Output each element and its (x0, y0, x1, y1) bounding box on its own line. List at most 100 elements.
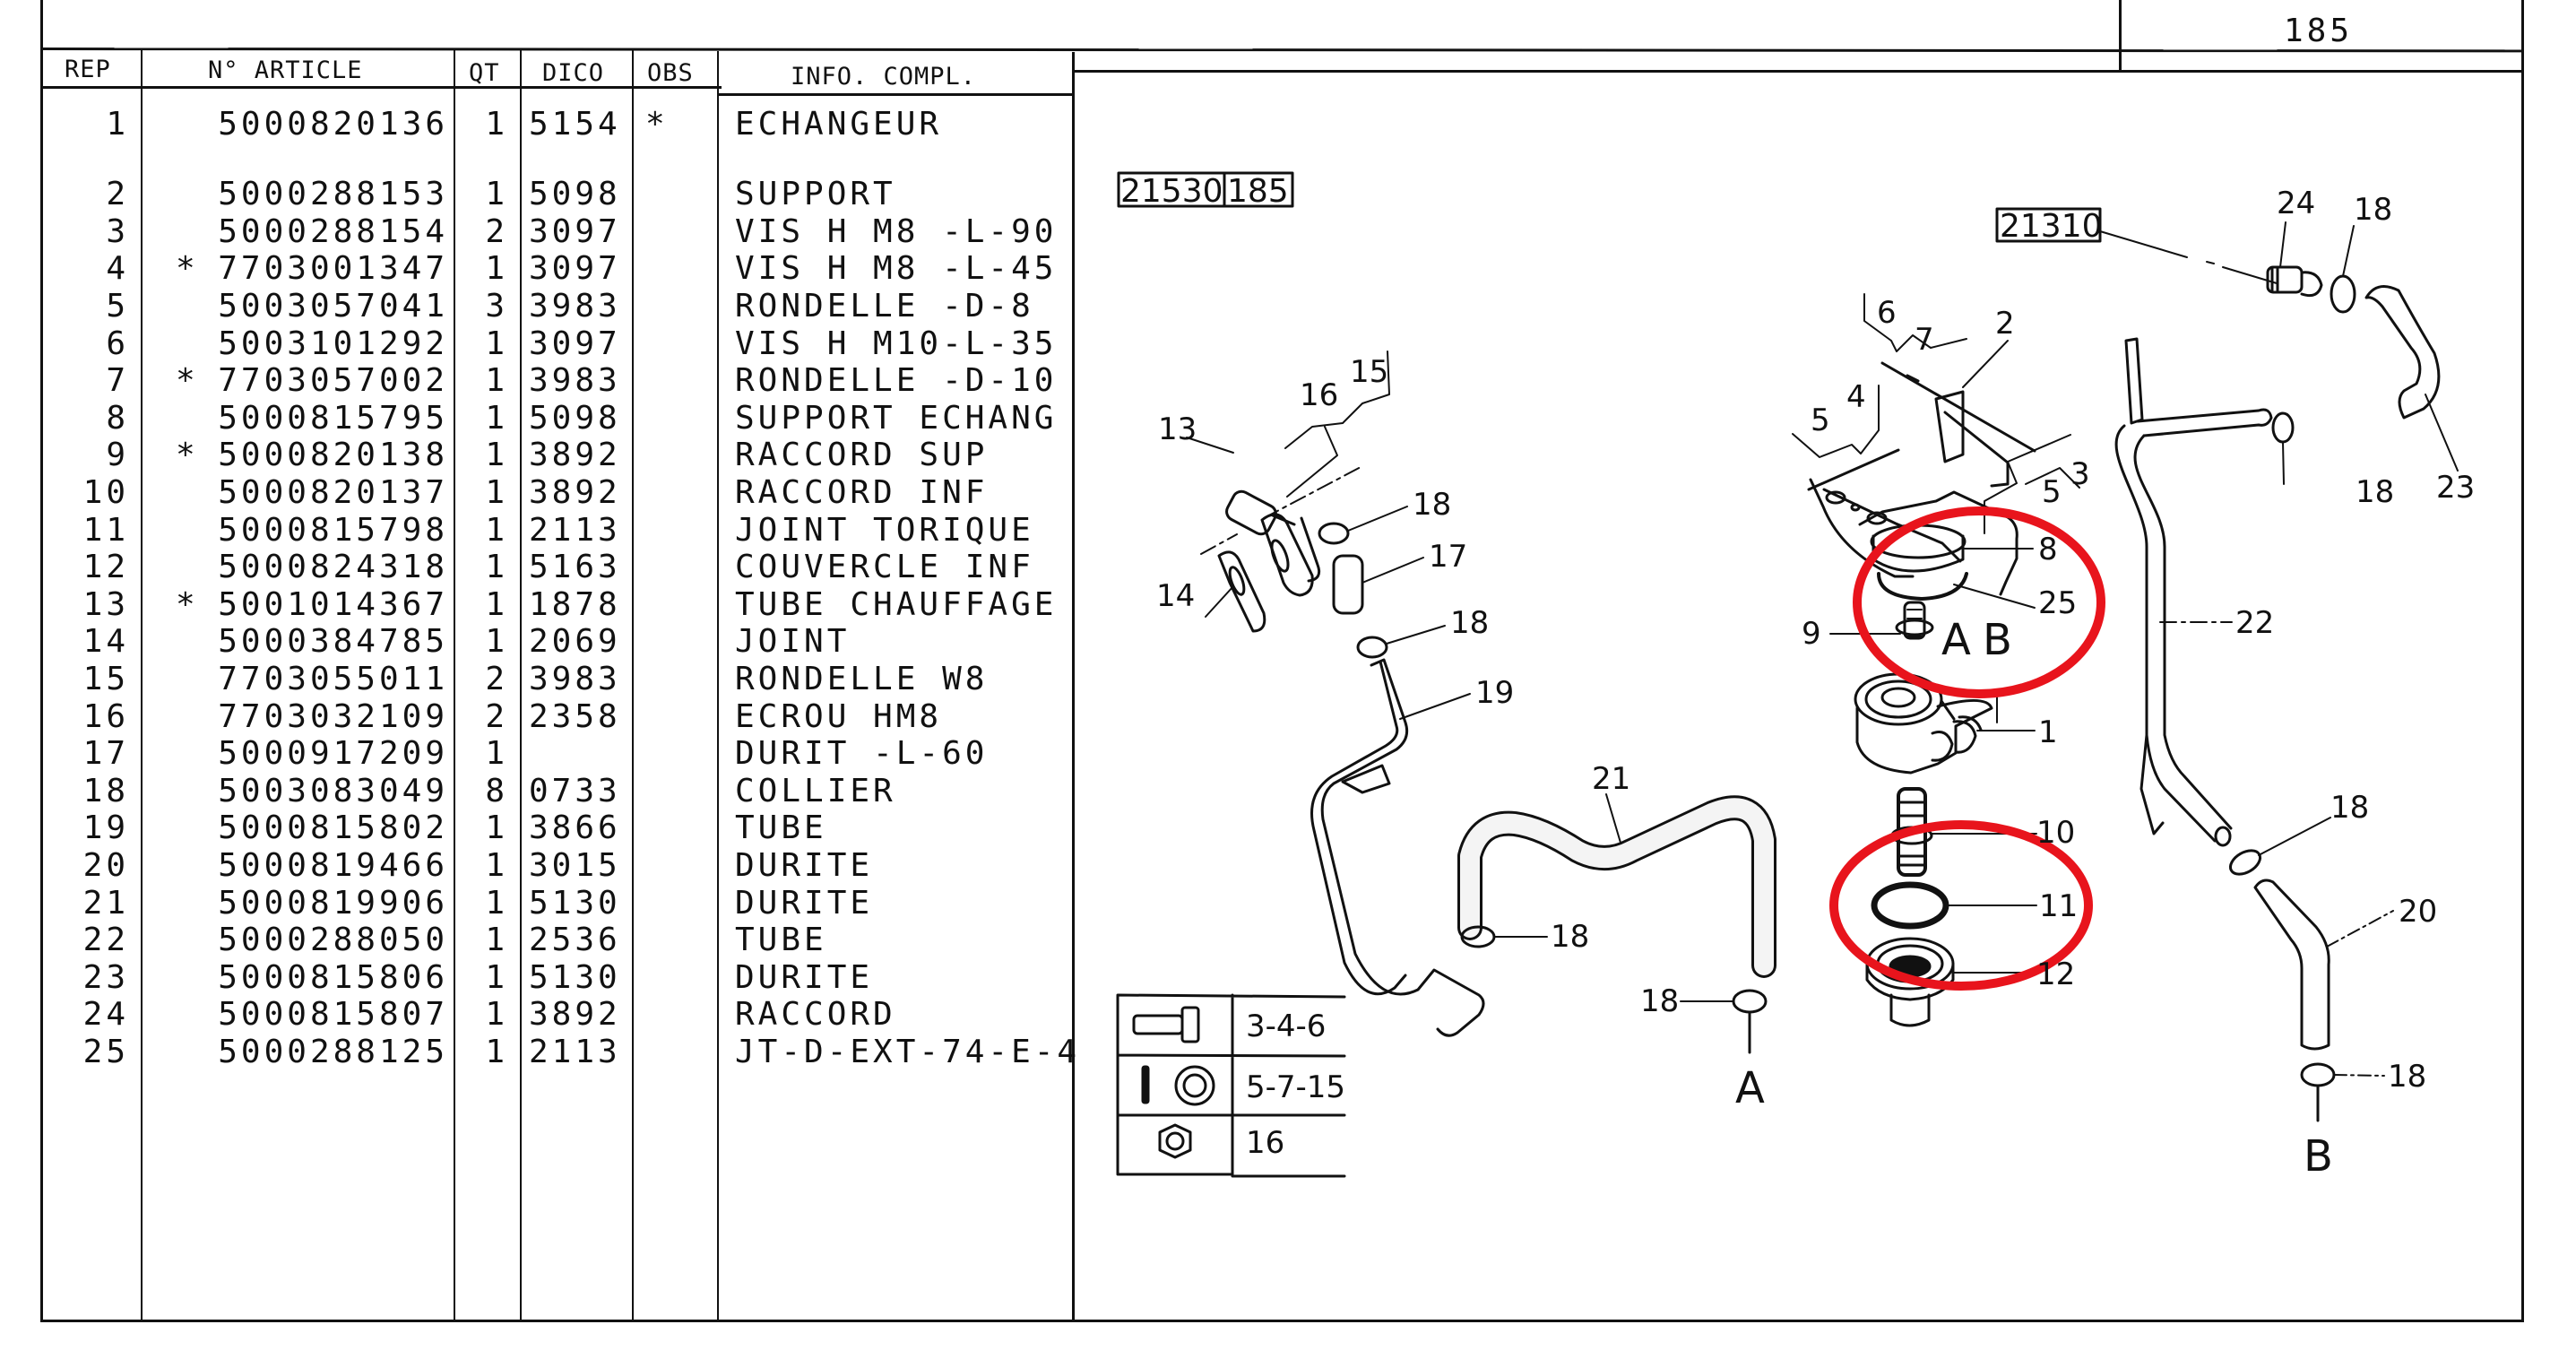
part-24-raccord (2266, 265, 2323, 298)
callout-18: 18 (2388, 1059, 2426, 1095)
leader-18-17 (1347, 506, 1408, 532)
legend-bolt-items: 3-4-6 (1246, 1008, 1326, 1044)
article-number-cell: 5000824318 (218, 549, 448, 586)
dico-cell: 0733 (529, 772, 621, 809)
washer-icon (1141, 1065, 1215, 1106)
legend-nut-items: 16 (1246, 1125, 1284, 1161)
info-cell: VIS H M10-L-35 (735, 325, 1058, 362)
callout-3: 3 (2070, 456, 2090, 492)
callout-17: 17 (1429, 539, 1467, 575)
info-cell: ECHANGEUR (735, 106, 943, 143)
rep-cell: 18 (82, 772, 129, 809)
article-number-cell: 5000288050 (218, 922, 448, 959)
part-18-collier-20 (2228, 849, 2262, 876)
rep-cell: 23 (82, 958, 129, 996)
rep-cell: 15 (82, 661, 129, 697)
leader-21310 (2099, 230, 2278, 284)
part-17-durit (1332, 554, 1364, 615)
leader-24 (2279, 221, 2286, 268)
quantity-cell: 1 (485, 922, 508, 959)
callout-13: 13 (1158, 411, 1197, 447)
dico-cell: 3097 (529, 325, 621, 362)
rep-cell: 17 (82, 735, 129, 773)
col-divider-rep (141, 48, 143, 1321)
part-18-collier-22 (2271, 411, 2295, 444)
rep-cell: 2 (106, 176, 129, 213)
article-number-cell: 7703055011 (218, 661, 448, 697)
callout-24: 24 (2277, 186, 2315, 221)
rep-cell: 21 (82, 884, 129, 922)
quantity-cell: 1 (485, 585, 508, 623)
header-article: N° ARTICLE (208, 56, 363, 84)
callout-19: 19 (1475, 675, 1514, 711)
connector-label-A-top: A (1941, 615, 1971, 665)
rep-cell: 24 (82, 996, 129, 1034)
article-number-cell: 5003057041 (218, 288, 448, 325)
dico-cell: 2113 (529, 1034, 621, 1070)
callout-1: 1 (2038, 714, 2058, 750)
article-number-cell: 5000820137 (218, 474, 448, 511)
frame-right-border (2521, 0, 2524, 1322)
article-number-cell: 5000815795 (218, 399, 448, 437)
frame-bottom-border (40, 1320, 2523, 1322)
part-20-durite (2253, 879, 2330, 1051)
header-obs: OBS (647, 59, 694, 87)
article-number-cell: 5000815802 (218, 809, 448, 847)
bolt-icon (1132, 1006, 1200, 1043)
quantity-cell: 2 (485, 212, 508, 250)
info-cell: RACCORD SUP (735, 437, 989, 474)
info-cell: SUPPORT ECHANG (735, 399, 1058, 437)
leader-2 (1962, 340, 2009, 388)
rep-cell: 14 (82, 623, 129, 661)
leader-6-7 (1863, 293, 1967, 352)
fastener-legend-table (1116, 993, 1346, 1178)
info-cell: TUBE (735, 809, 827, 847)
quantity-cell: 1 (485, 996, 508, 1034)
leader-19 (1399, 693, 1471, 720)
part-14-joint (1217, 550, 1266, 633)
info-cell: JOINT (735, 623, 851, 661)
ref-label-185: 185 (1227, 173, 1289, 210)
rep-cell: 8 (106, 399, 129, 437)
info-cell: JT-D-EXT-74-E-4 (735, 1034, 1081, 1070)
rep-cell: 6 (106, 325, 129, 362)
dico-cell: 5163 (529, 549, 621, 586)
quantity-cell: 1 (485, 1034, 508, 1070)
quantity-cell: 1 (485, 250, 508, 288)
callout-18: 18 (1551, 919, 1589, 955)
article-number-cell: 5003101292 (218, 325, 448, 362)
callout-22: 22 (2235, 605, 2274, 641)
callout-21: 21 (1592, 761, 1630, 797)
info-cell: COLLIER (735, 772, 896, 809)
col-divider-dico (632, 50, 634, 1321)
article-number-cell: 5000815807 (218, 996, 448, 1034)
callout-18: 18 (1640, 983, 1679, 1019)
info-cell: TUBE CHAUFFAGE (735, 585, 1058, 623)
connector-label-A: A (1735, 1063, 1765, 1113)
new-part-marker: * (176, 362, 199, 400)
rep-cell: 5 (106, 288, 129, 325)
header-bottom-rule (40, 86, 722, 89)
leader-17 (1361, 557, 1424, 584)
leader-4-5 (1792, 385, 1880, 458)
callout-5: 5 (2042, 474, 2062, 510)
header-dico: DICO (542, 59, 605, 87)
info-cell: RONDELLE -D-10 (735, 362, 1058, 400)
rep-cell: 3 (106, 212, 129, 250)
dico-cell: 2069 (529, 623, 621, 661)
leader-15-16 (1284, 351, 1390, 498)
col-divider-qt (520, 50, 522, 1321)
new-part-marker: * (176, 250, 199, 288)
article-number-cell: 5000820136 (218, 106, 448, 143)
leader-18-20 (2258, 817, 2331, 856)
dico-cell: 3866 (529, 809, 621, 847)
part-8-support-body (1871, 534, 1965, 573)
article-number-cell: 5000384785 (218, 623, 448, 661)
quantity-cell: 1 (485, 362, 508, 400)
rep-cell: 11 (82, 511, 129, 549)
info-cell: SUPPORT (735, 176, 896, 213)
dico-cell: 2113 (529, 511, 621, 549)
info-cell: JOINT TORIQUE (735, 511, 1034, 549)
leader-18-22 (2282, 441, 2285, 485)
